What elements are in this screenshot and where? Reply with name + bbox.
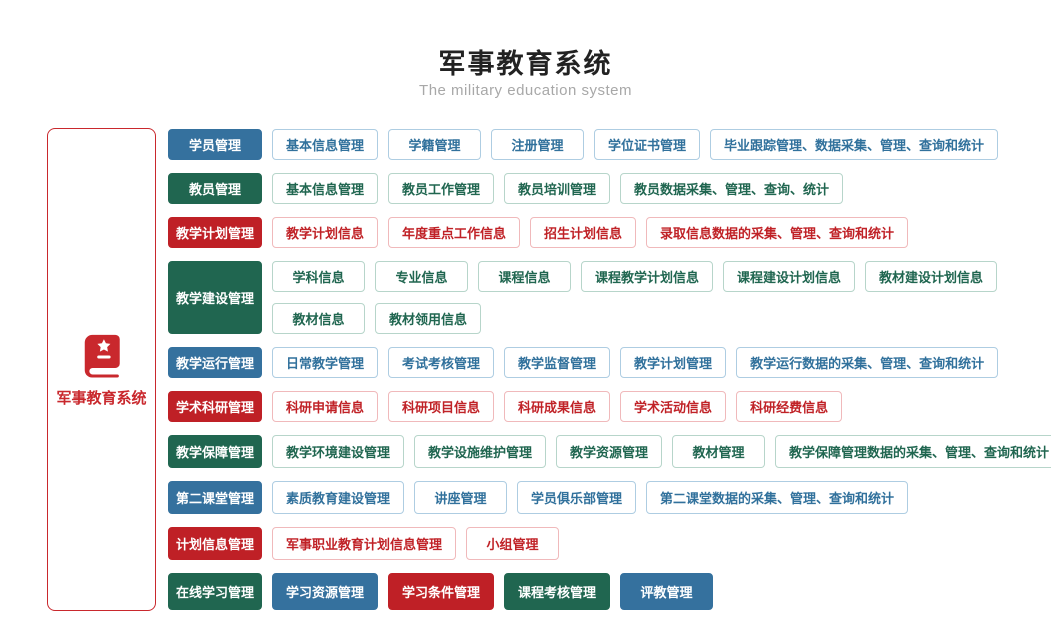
- item-button[interactable]: 专业信息: [375, 261, 468, 292]
- row: 计划信息管理军事职业教育计划信息管理小组管理: [168, 527, 1051, 560]
- category-button[interactable]: 教学运行管理: [168, 347, 262, 378]
- item-button[interactable]: 招生计划信息: [530, 217, 637, 248]
- item-button[interactable]: 教学计划信息: [272, 217, 379, 248]
- item-button[interactable]: 基本信息管理: [272, 129, 379, 160]
- row-lines: 基本信息管理学籍管理注册管理学位证书管理毕业跟踪管理、数据采集、管理、查询和统计: [272, 129, 999, 160]
- row-line: 学科信息专业信息课程信息课程教学计划信息课程建设计划信息教材建设计划信息: [272, 261, 998, 292]
- item-button[interactable]: 教材领用信息: [375, 303, 482, 334]
- item-button[interactable]: 课程教学计划信息: [581, 261, 714, 292]
- item-button[interactable]: 教学保障管理数据的采集、管理、查询和统计: [775, 435, 1051, 468]
- row-line: 教学环境建设管理教学设施维护管理教学资源管理教材管理教学保障管理数据的采集、管理…: [272, 435, 1051, 468]
- item-button[interactable]: 素质教育建设管理: [272, 481, 405, 514]
- row: 教员管理基本信息管理教员工作管理教员培训管理教员数据采集、管理、查询、统计: [168, 173, 1051, 204]
- item-button[interactable]: 课程建设计划信息: [723, 261, 856, 292]
- book-star-icon: [79, 332, 125, 378]
- row-line: 日常教学管理考试考核管理教学监督管理教学计划管理教学运行数据的采集、管理、查询和…: [272, 347, 999, 378]
- category-button[interactable]: 教学建设管理: [168, 261, 262, 334]
- item-button[interactable]: 评教管理: [620, 573, 714, 610]
- item-button[interactable]: 课程考核管理: [504, 573, 611, 610]
- row-lines: 学科信息专业信息课程信息课程教学计划信息课程建设计划信息教材建设计划信息教材信息…: [272, 261, 998, 334]
- item-button[interactable]: 讲座管理: [414, 481, 508, 514]
- item-button[interactable]: 学员俱乐部管理: [517, 481, 637, 514]
- item-button[interactable]: 第二课堂数据的采集、管理、查询和统计: [646, 481, 909, 514]
- item-button[interactable]: 军事职业教育计划信息管理: [272, 527, 457, 560]
- row: 学术科研管理科研申请信息科研项目信息科研成果信息学术活动信息科研经费信息: [168, 391, 1051, 422]
- category-button[interactable]: 教学保障管理: [168, 435, 262, 468]
- item-button[interactable]: 注册管理: [491, 129, 585, 160]
- row-lines: 基本信息管理教员工作管理教员培训管理教员数据采集、管理、查询、统计: [272, 173, 844, 204]
- row: 教学计划管理教学计划信息年度重点工作信息招生计划信息录取信息数据的采集、管理、查…: [168, 217, 1051, 248]
- row: 在线学习管理学习资源管理学习条件管理课程考核管理评教管理: [168, 573, 1051, 610]
- row-line: 军事职业教育计划信息管理小组管理: [272, 527, 560, 560]
- category-button[interactable]: 学员管理: [168, 129, 262, 160]
- row: 教学运行管理日常教学管理考试考核管理教学监督管理教学计划管理教学运行数据的采集、…: [168, 347, 1051, 378]
- item-button[interactable]: 年度重点工作信息: [388, 217, 521, 248]
- item-button[interactable]: 日常教学管理: [272, 347, 379, 378]
- item-button[interactable]: 教学运行数据的采集、管理、查询和统计: [736, 347, 999, 378]
- row-line: 科研申请信息科研项目信息科研成果信息学术活动信息科研经费信息: [272, 391, 843, 422]
- item-button[interactable]: 教员数据采集、管理、查询、统计: [620, 173, 844, 204]
- item-button[interactable]: 毕业跟踪管理、数据采集、管理、查询和统计: [710, 129, 999, 160]
- category-button[interactable]: 教学计划管理: [168, 217, 262, 248]
- row-line: 素质教育建设管理讲座管理学员俱乐部管理第二课堂数据的采集、管理、查询和统计: [272, 481, 909, 514]
- row-lines: 军事职业教育计划信息管理小组管理: [272, 527, 560, 560]
- item-button[interactable]: 科研成果信息: [504, 391, 611, 422]
- row-line: 学习资源管理学习条件管理课程考核管理评教管理: [272, 573, 714, 610]
- category-button[interactable]: 学术科研管理: [168, 391, 262, 422]
- row: 第二课堂管理素质教育建设管理讲座管理学员俱乐部管理第二课堂数据的采集、管理、查询…: [168, 481, 1051, 514]
- item-button[interactable]: 学科信息: [272, 261, 365, 292]
- category-button[interactable]: 计划信息管理: [168, 527, 262, 560]
- item-button[interactable]: 课程信息: [478, 261, 571, 292]
- item-button[interactable]: 科研申请信息: [272, 391, 379, 422]
- page-subtitle: The military education system: [419, 82, 632, 99]
- item-button[interactable]: 学籍管理: [388, 129, 482, 160]
- row-lines: 教学环境建设管理教学设施维护管理教学资源管理教材管理教学保障管理数据的采集、管理…: [272, 435, 1051, 468]
- row-lines: 学习资源管理学习条件管理课程考核管理评教管理: [272, 573, 714, 610]
- row-lines: 素质教育建设管理讲座管理学员俱乐部管理第二课堂数据的采集、管理、查询和统计: [272, 481, 909, 514]
- row: 学员管理基本信息管理学籍管理注册管理学位证书管理毕业跟踪管理、数据采集、管理、查…: [168, 129, 1051, 160]
- item-button[interactable]: 教学环境建设管理: [272, 435, 405, 468]
- system-root-label: 军事教育系统: [56, 389, 147, 407]
- row-lines: 科研申请信息科研项目信息科研成果信息学术活动信息科研经费信息: [272, 391, 843, 422]
- item-button[interactable]: 教学计划管理: [620, 347, 727, 378]
- category-button[interactable]: 教员管理: [168, 173, 262, 204]
- item-button[interactable]: 教员培训管理: [504, 173, 611, 204]
- item-button[interactable]: 学习条件管理: [388, 573, 495, 610]
- item-button[interactable]: 教学设施维护管理: [414, 435, 547, 468]
- item-button[interactable]: 教材建设计划信息: [865, 261, 998, 292]
- row-line: 教材信息教材领用信息: [272, 303, 997, 334]
- row-lines: 日常教学管理考试考核管理教学监督管理教学计划管理教学运行数据的采集、管理、查询和…: [272, 347, 999, 378]
- item-button[interactable]: 基本信息管理: [272, 173, 379, 204]
- item-button[interactable]: 教员工作管理: [388, 173, 495, 204]
- system-root-panel: 军事教育系统: [47, 128, 156, 611]
- row-line: 基本信息管理学籍管理注册管理学位证书管理毕业跟踪管理、数据采集、管理、查询和统计: [272, 129, 999, 160]
- item-button[interactable]: 学术活动信息: [620, 391, 727, 422]
- item-button[interactable]: 小组管理: [466, 527, 560, 560]
- row: 教学建设管理学科信息专业信息课程信息课程教学计划信息课程建设计划信息教材建设计划…: [168, 261, 1051, 334]
- row-line: 教学计划信息年度重点工作信息招生计划信息录取信息数据的采集、管理、查询和统计: [272, 217, 909, 248]
- page-title: 军事教育系统: [438, 49, 613, 79]
- item-button[interactable]: 教材管理: [672, 435, 766, 468]
- item-button[interactable]: 学位证书管理: [594, 129, 701, 160]
- item-button[interactable]: 录取信息数据的采集、管理、查询和统计: [646, 217, 909, 248]
- category-button[interactable]: 在线学习管理: [168, 573, 262, 610]
- row-line: 基本信息管理教员工作管理教员培训管理教员数据采集、管理、查询、统计: [272, 173, 844, 204]
- item-button[interactable]: 科研经费信息: [736, 391, 843, 422]
- item-button[interactable]: 教学监督管理: [504, 347, 611, 378]
- item-button[interactable]: 科研项目信息: [388, 391, 495, 422]
- item-button[interactable]: 学习资源管理: [272, 573, 379, 610]
- item-button[interactable]: 教材信息: [272, 303, 365, 334]
- rows: 学员管理基本信息管理学籍管理注册管理学位证书管理毕业跟踪管理、数据采集、管理、查…: [168, 129, 1051, 610]
- category-button[interactable]: 第二课堂管理: [168, 481, 262, 514]
- item-button[interactable]: 考试考核管理: [388, 347, 495, 378]
- row: 教学保障管理教学环境建设管理教学设施维护管理教学资源管理教材管理教学保障管理数据…: [168, 435, 1051, 468]
- row-lines: 教学计划信息年度重点工作信息招生计划信息录取信息数据的采集、管理、查询和统计: [272, 217, 909, 248]
- item-button[interactable]: 教学资源管理: [556, 435, 663, 468]
